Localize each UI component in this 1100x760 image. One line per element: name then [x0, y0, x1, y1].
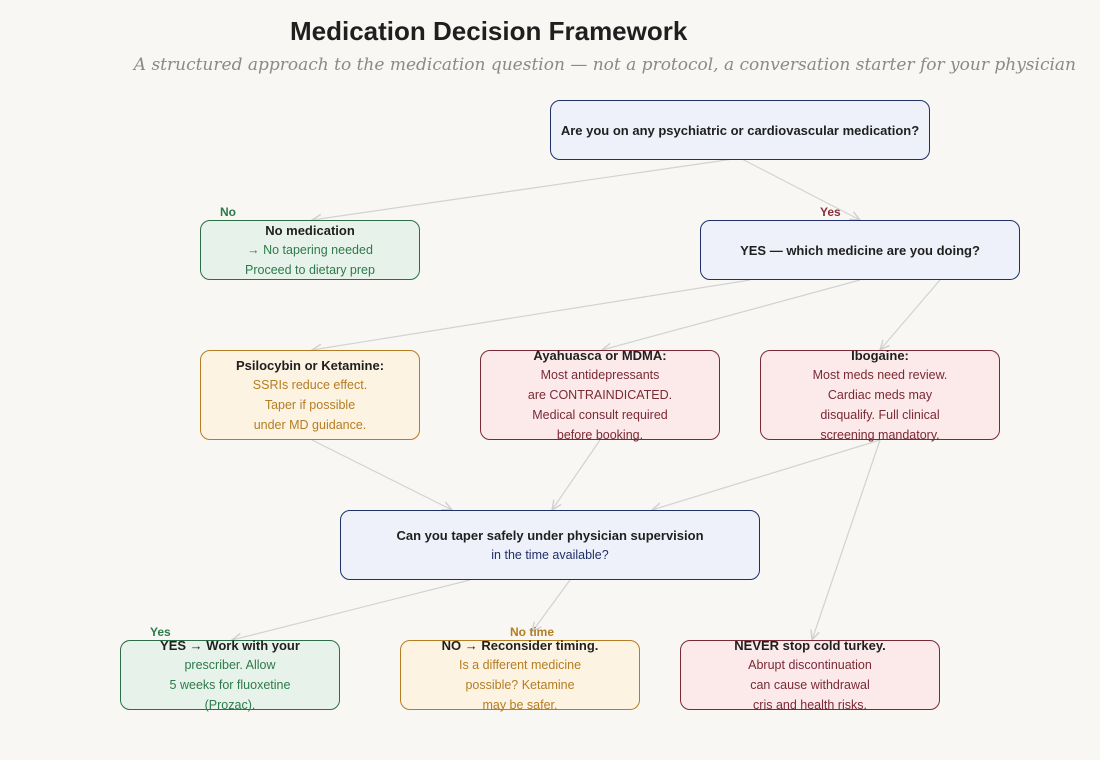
edge-ibo-never [812, 439, 881, 640]
edge-label-yes-taper: Yes [150, 625, 171, 639]
node-psilocybin-ketamine-line: under MD guidance. [253, 417, 367, 432]
node-no-medication-line: → No tapering needed [247, 243, 373, 257]
edge-label-no-time: No time [510, 625, 555, 639]
node-yes-work-line: 5 weeks for fluoxetine [169, 677, 291, 692]
node-which-medicine-text: YES — which medicine are you doing? [740, 242, 980, 258]
edge-q1-yes [739, 157, 860, 220]
node-ibogaine-line: Cardiac meds may [827, 387, 933, 402]
node-never-stop-line: cris and health risks. [753, 697, 867, 712]
node-no-medication-title: No medication [265, 223, 355, 238]
edge-taper-no [532, 579, 571, 632]
node-ibogaine: Ibogaine: Most meds need review. Cardiac… [760, 348, 1000, 442]
node-taper-question-title: Can you taper safely under physician sup… [396, 527, 704, 543]
page-title: Medication Decision Framework [290, 16, 688, 46]
node-no-reconsider-title: NO → Reconsider timing. [441, 637, 599, 653]
node-taper-question-line: in the time available? [491, 547, 609, 562]
edge-psilo-taper [311, 439, 452, 510]
node-psilocybin-ketamine-line: Taper if possible [264, 397, 356, 412]
node-never-stop-line: can cause withdrawal [750, 677, 870, 692]
node-ibogaine-title: Ibogaine: [851, 347, 909, 363]
node-never-stop-cold-turkey: NEVER stop cold turkey. Abrupt discontin… [680, 638, 940, 712]
node-taper-question: Can you taper safely under physician sup… [340, 510, 760, 580]
node-never-stop-title: NEVER stop cold turkey. [734, 637, 886, 653]
node-psilocybin-ketamine-line: SSRIs reduce effect. [252, 377, 368, 392]
node-no-reconsider-line: Is a different medicine [458, 657, 582, 672]
node-ibogaine-line: Most meds need review. [812, 367, 948, 382]
node-yes-work-title: YES → Work with your [160, 637, 300, 653]
node-ayahuasca-mdma-line: before booking. [556, 427, 644, 442]
edge-label-no: No [220, 205, 236, 219]
node-ayahuasca-mdma-line: Medical consult required [532, 407, 668, 422]
node-which-medicine: YES — which medicine are you doing? [700, 220, 1020, 280]
node-no-reconsider-timing: NO → Reconsider timing. Is a different m… [400, 638, 640, 712]
node-psilocybin-ketamine: Psilocybin or Ketamine: SSRIs reduce eff… [200, 350, 420, 440]
node-psilocybin-ketamine-title: Psilocybin or Ketamine: [235, 357, 385, 373]
node-ayahuasca-mdma-line: Most antidepressants [540, 367, 660, 382]
node-no-reconsider-line: may be safer. [482, 697, 558, 712]
edge-ibo-taper [652, 439, 881, 510]
node-no-medication: No medication → No tapering needed Proce… [200, 220, 420, 280]
node-no-medication-line: Proceed to dietary prep [245, 263, 375, 277]
node-ibogaine-line: disqualify. Full clinical [820, 407, 940, 422]
edge-taper-yes [232, 579, 471, 640]
edge-yes-psilo [312, 279, 751, 350]
node-ayahuasca-mdma-title: Ayahuasca or MDMA: [533, 347, 667, 363]
edge-label-yes: Yes [820, 205, 841, 219]
node-yes-work-line: (Prozac). [204, 697, 256, 712]
edge-q1-no [312, 157, 741, 220]
node-yes-work-line: prescriber. Allow [184, 657, 276, 672]
node-no-reconsider-line: possible? Ketamine [465, 677, 575, 692]
node-yes-work-with-prescriber: YES → Work with your prescriber. Allow 5… [120, 638, 340, 712]
node-ayahuasca-mdma: Ayahuasca or MDMA: Most antidepressants … [480, 348, 720, 442]
edge-yes-ibo [880, 279, 941, 350]
node-ayahuasca-mdma-line: are CONTRAINDICATED. [527, 387, 673, 402]
edge-aya-taper [552, 439, 601, 510]
edge-yes-aya [602, 279, 861, 350]
page-subtitle: A structured approach to the medication … [133, 55, 1076, 75]
node-medication-question: Are you on any psychiatric or cardiovasc… [550, 100, 930, 160]
node-ibogaine-line: screening mandatory. [820, 427, 940, 442]
node-never-stop-line: Abrupt discontinuation [748, 657, 872, 672]
node-medication-question-text: Are you on any psychiatric or cardiovasc… [560, 122, 920, 138]
